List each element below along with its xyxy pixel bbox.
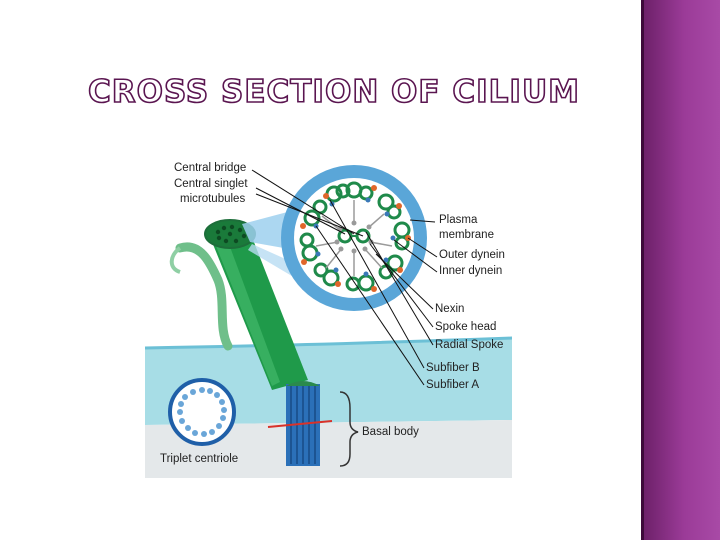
label-microtubules: microtubules	[180, 193, 245, 205]
spoke-heads	[334, 220, 374, 254]
cytoplasm-lower	[145, 420, 512, 478]
label-outer-dynein: Outer dynein	[439, 249, 505, 261]
centriole-triplets	[177, 387, 227, 437]
label-spoke-head: Spoke head	[435, 321, 496, 333]
basal-body-bracket	[339, 391, 359, 467]
label-basal-body: Basal body	[362, 426, 419, 438]
label-membrane: membrane	[439, 229, 494, 241]
cell-surface-membrane	[144, 336, 513, 350]
cytoplasm-band	[145, 338, 512, 425]
basal-body-cap	[286, 381, 320, 386]
label-subfiber-a: Subfiber A	[426, 379, 479, 391]
side-panel-edge	[641, 0, 644, 540]
label-nexin: Nexin	[435, 303, 464, 315]
cilium-tail-tip	[169, 246, 182, 274]
cilium-tail	[175, 242, 233, 351]
label-central-bridge: Central bridge	[174, 162, 246, 174]
label-triplet-centriole: Triplet centriole	[160, 453, 238, 465]
label-inner-dynein: Inner dynein	[439, 265, 502, 277]
side-decorative-panel	[641, 0, 720, 540]
outer-dynein-arms	[300, 185, 411, 292]
label-central-singlet: Central singlet	[174, 178, 248, 190]
label-radial-spoke: Radial Spoke	[435, 339, 503, 351]
cut-face-microtubules	[215, 224, 247, 244]
basal-body-red-line	[267, 420, 333, 428]
cilium-diagram: Central bridge Central singlet microtubu…	[140, 150, 513, 480]
label-plasma-membrane: Plasma	[439, 214, 478, 226]
cilium-shaft-highlight	[212, 236, 280, 386]
slide-title: CROSS SECTION OF CILIUM	[87, 73, 580, 111]
leader-lines	[251, 169, 438, 386]
label-subfiber-b: Subfiber B	[426, 362, 480, 374]
